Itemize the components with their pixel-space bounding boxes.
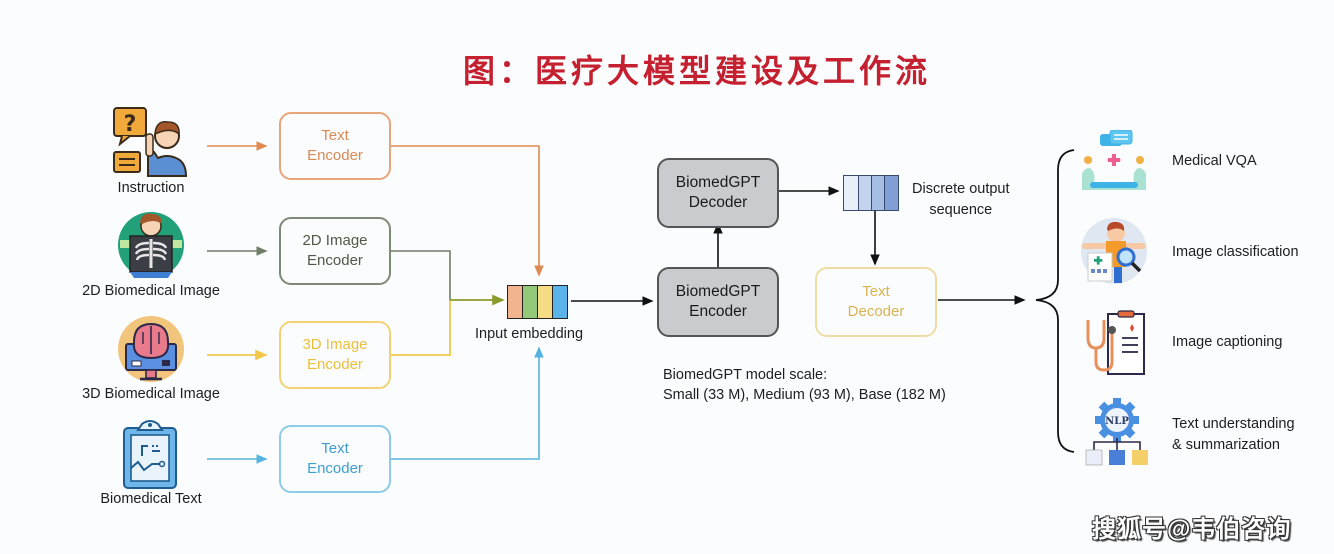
- discrete-cell-4: [885, 176, 898, 210]
- input-label-instruction: Instruction: [117, 180, 185, 196]
- task-label-image-captioning: Image captioning: [1172, 334, 1283, 350]
- embedding-cell-orange: [508, 286, 523, 318]
- discrete-cell-3: [872, 176, 885, 210]
- path-2d-encoder-to-junction: [391, 250, 451, 300]
- path-text-encoder2-to-embedding: [391, 346, 544, 460]
- text-encoder-biomedical: Text Encoder: [279, 425, 391, 493]
- model-scale-title: BiomedGPT model scale:: [663, 367, 828, 383]
- text-decoder: Text Decoder: [815, 267, 937, 337]
- path-3d-encoder-to-junction: [391, 300, 451, 356]
- clipboard-chart-icon: [120, 418, 180, 495]
- biomedgpt-encoder: BiomedGPT Encoder: [657, 267, 779, 337]
- watermark: 搜狐号@韦伯咨询: [1092, 516, 1292, 543]
- medical-consultation-icon: [1080, 129, 1148, 197]
- svg-text:?: ?: [124, 112, 137, 137]
- magnifier-person-icon: [1080, 217, 1148, 290]
- discrete-output-block: [843, 175, 899, 211]
- tasks-brace: [1035, 149, 1075, 453]
- input-embedding-block: [507, 285, 568, 319]
- brain-monitor-icon: [116, 314, 186, 389]
- xray-chest-icon: [116, 210, 186, 285]
- input-label-2d-image: 2D Biomedical Image: [82, 283, 220, 299]
- discrete-output-label: Discrete output sequence: [912, 181, 1010, 218]
- nlp-gear-icon: NLP: [1082, 398, 1152, 471]
- task-label-medical-vqa: Medical VQA: [1172, 153, 1257, 169]
- task-label-text-understanding: Text understanding & summarization: [1172, 416, 1295, 453]
- path-text-encoder-to-embedding: [391, 145, 544, 277]
- input-embedding-label: Input embedding: [475, 326, 584, 342]
- discrete-cell-2: [859, 176, 872, 210]
- embedding-cell-yellow: [538, 286, 553, 318]
- svg-text:NLP: NLP: [1105, 416, 1129, 427]
- embedding-cell-green: [523, 286, 538, 318]
- biomedgpt-decoder: BiomedGPT Decoder: [657, 158, 779, 228]
- task-label-image-classification: Image classification: [1172, 244, 1299, 260]
- discrete-cell-1: [844, 176, 859, 210]
- text-encoder-instruction: Text Encoder: [279, 112, 391, 180]
- stethoscope-clipboard-icon: [1082, 310, 1148, 381]
- person-question-icon: ?: [110, 106, 190, 183]
- embedding-cell-blue: [553, 286, 567, 318]
- diagram-title: 图：医疗大模型建设及工作流: [462, 52, 931, 90]
- 3d-image-encoder: 3D Image Encoder: [279, 321, 391, 389]
- input-label-3d-image: 3D Biomedical Image: [82, 386, 220, 402]
- model-scale-values: Small (33 M), Medium (93 M), Base (182 M…: [663, 387, 946, 403]
- input-label-biomedical-text: Biomedical Text: [100, 491, 202, 507]
- 2d-image-encoder: 2D Image Encoder: [279, 217, 391, 285]
